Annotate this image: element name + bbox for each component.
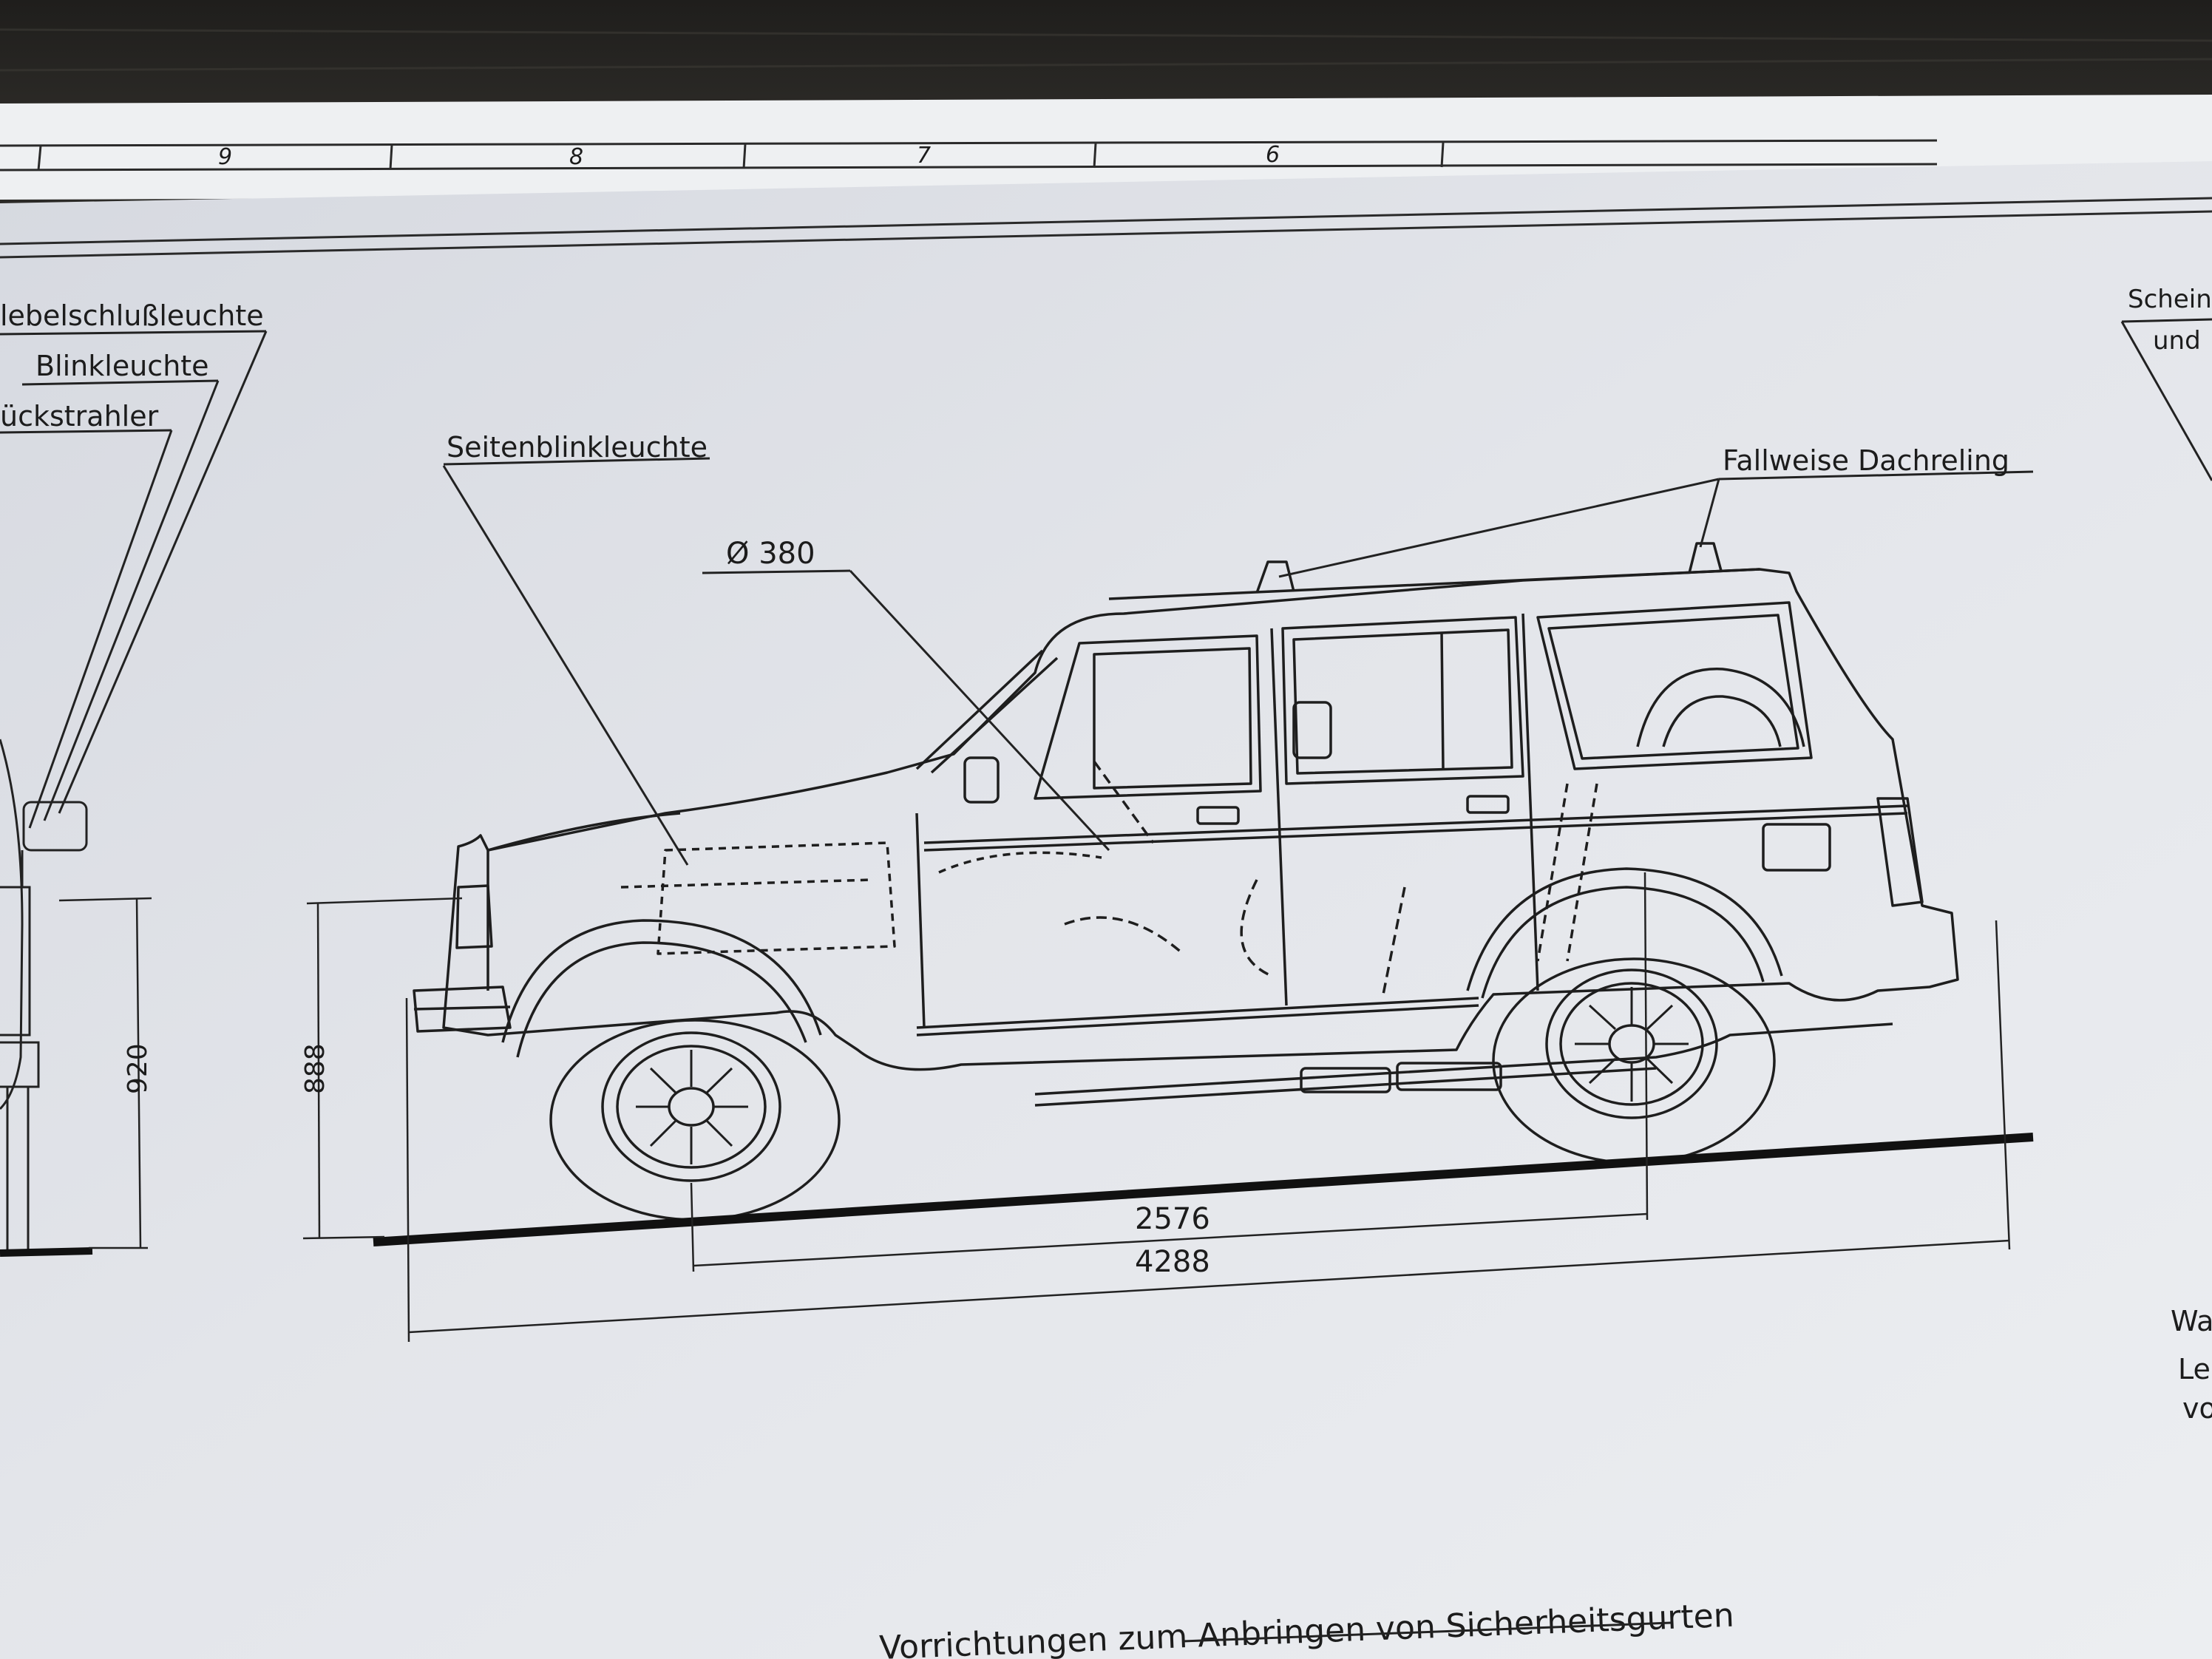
zone-number-9: 9 <box>218 144 232 170</box>
right-margin-side-line1: Wa <box>2171 1305 2212 1337</box>
zone-number-8: 8 <box>569 144 583 170</box>
footer-underline <box>1182 1621 1672 1643</box>
callout-roof-rail: Fallweise Dachreling <box>1723 444 2009 477</box>
callout-wheel-diameter: Ø 380 <box>726 537 815 571</box>
zone-number-7: 7 <box>917 143 931 169</box>
rear-view-vehicle <box>0 739 88 1249</box>
sheet-border <box>0 197 2212 259</box>
rear-height-value: 920 <box>123 1043 153 1094</box>
side-callout-leaders <box>442 457 2034 866</box>
front-sheet <box>0 161 2212 1659</box>
right-margin-top-line1: Schein <box>2128 285 2212 314</box>
right-margin-side-line3: vo <box>2182 1392 2212 1425</box>
callout-side-turn-lamp: Seitenblinkleuchte <box>447 431 708 464</box>
right-margin-side-line2: Le <box>2178 1353 2211 1385</box>
right-margin-leaders <box>2120 318 2212 481</box>
ground-line <box>373 1133 2034 1246</box>
length-value: 4288 <box>1135 1245 1210 1279</box>
callout-reflector: ückstrahler <box>0 400 159 432</box>
height-value: 888 <box>300 1043 330 1094</box>
callout-rear-fog-lamp: lebelschlußleuchte <box>0 299 264 332</box>
right-margin-top-line2: und <box>2153 326 2201 356</box>
height-dimension <box>302 897 463 1240</box>
wheelbase-value: 2576 <box>1135 1202 1210 1236</box>
rear-height-dimension <box>58 897 152 1249</box>
length-dimension <box>405 920 2011 1343</box>
callout-turn-lamp: Blinkleuchte <box>35 350 209 382</box>
rear-ground-line <box>0 1247 93 1257</box>
zone-ruler <box>0 139 1938 172</box>
zone-number-6: 6 <box>1266 142 1280 168</box>
rear-callout-leaders <box>0 330 268 829</box>
wheelbase-dimension <box>690 872 1649 1272</box>
